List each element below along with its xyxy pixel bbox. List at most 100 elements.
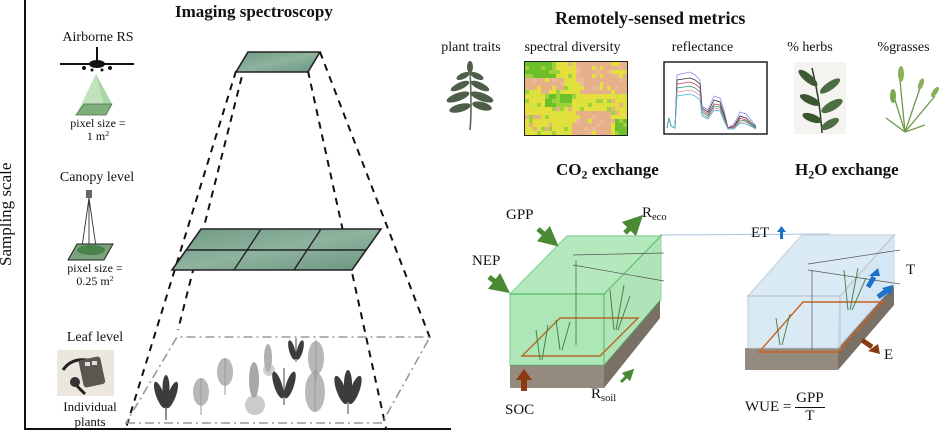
spectral-map-cell [560, 70, 565, 75]
spectral-map-cell [583, 126, 589, 132]
spectral-map-cell [536, 82, 542, 87]
spectral-map-cell [611, 122, 616, 128]
spectral-map-cell [540, 130, 546, 135]
spectral-map-cell [611, 110, 616, 116]
spectral-map-cell [591, 94, 597, 99]
spectral-map-cell [623, 78, 627, 83]
spectral-map-cell [579, 110, 585, 116]
spectral-map-cell [619, 126, 624, 132]
plant-fern-4 [305, 370, 325, 412]
canopy-level-label: Canopy level [59, 170, 135, 185]
spectral-map-cell [525, 94, 530, 99]
h2o-chamber-front [747, 295, 841, 349]
spectral-map-cell [623, 98, 627, 104]
soc-label: SOC [505, 402, 535, 418]
spectral-map-cell [579, 114, 585, 120]
h2o-collar-frame [757, 301, 885, 353]
et-label: ET [751, 225, 770, 241]
spectral-map-cell [552, 90, 557, 95]
spectral-map-cell [552, 70, 557, 75]
spectral-map-cell [540, 74, 546, 79]
spectral-map-cell [611, 118, 616, 124]
spectral-map-cell [532, 82, 538, 87]
spectral-map-cell [532, 70, 538, 75]
spectral-map-cell [556, 66, 561, 71]
pyramid-footprint-icon [75, 74, 113, 116]
spectral-map-cell [615, 94, 620, 99]
spectral-map-cell [599, 78, 604, 83]
spectral-map-cell [607, 74, 612, 79]
spectral-map-cell [595, 62, 601, 67]
spectral-map-cell [552, 130, 557, 135]
spectral-map-cell [599, 106, 604, 112]
spectral-map-cell [525, 86, 530, 91]
spectral-map-cell [572, 78, 577, 83]
spectral-map-cell [525, 106, 530, 112]
canopy-pixel-size: pixel size = 0.25 m2 [55, 262, 135, 288]
spectral-map-cell [603, 78, 608, 83]
spectral-map-cell [591, 98, 597, 104]
spectral-map-cell [528, 110, 534, 116]
airborne-pixel-size-label: pixel size = [70, 116, 126, 130]
spectral-map-cell [607, 106, 612, 112]
spectral-map-cell [564, 62, 569, 67]
spectral-map-cell [615, 90, 620, 95]
spectral-map-cell [528, 78, 534, 83]
t-arrow-2 [876, 285, 893, 299]
spectral-map-cell [599, 126, 604, 132]
spectral-map-cell [615, 118, 620, 124]
spectral-map-cell [576, 118, 581, 124]
spectral-map-cell [548, 114, 553, 120]
spectral-map-cell [607, 82, 612, 87]
spectral-map-cell [599, 118, 604, 124]
spectral-map-cell [603, 66, 608, 71]
reco-arrow [621, 214, 644, 237]
spectral-map-cell [623, 118, 627, 124]
spectral-map-cell [603, 74, 608, 79]
spectral-map-cell [583, 130, 589, 135]
spectral-map-cell [548, 130, 553, 135]
spectral-map-cell [560, 126, 565, 132]
spectral-map-cell [568, 130, 573, 135]
spectral-map-cell [540, 98, 546, 104]
dashed-projection-lines [125, 51, 431, 429]
plant-fern-1 [193, 378, 209, 415]
spectral-map-cell [556, 126, 561, 132]
plant-sage-1 [153, 375, 179, 420]
spectral-map-cell [532, 102, 538, 108]
spectral-map-cell [560, 122, 565, 128]
nep-arrow [487, 272, 510, 294]
spectral-map-cell [579, 122, 585, 128]
spectral-map-cell [599, 90, 604, 95]
spectral-map-cell [540, 70, 546, 75]
spectral-map-cell [587, 114, 593, 120]
spectral-map-cell [532, 110, 538, 116]
spectral-map-cell [619, 130, 624, 135]
spectral-map-cell [619, 110, 624, 116]
spectral-map-cell [611, 70, 616, 75]
spectral-map-cell [532, 126, 538, 132]
spectral-map-cell [595, 102, 601, 108]
spectral-map-cell [579, 130, 585, 135]
spectral-map-cell [540, 102, 546, 108]
spectral-map-cell [548, 98, 553, 104]
wue-fraction: GPP T [795, 390, 825, 425]
spectral-map-cell [587, 78, 593, 83]
spectral-map-cell [544, 62, 550, 67]
spectral-map-cell [552, 118, 557, 124]
co2-chamber-side [603, 234, 662, 367]
spectral-map-cell [536, 62, 542, 67]
spectral-map-cell [556, 70, 561, 75]
spectral-map-cell [560, 86, 565, 91]
spectral-map-cell [595, 106, 601, 112]
spectral-map-cell [576, 130, 581, 135]
spectral-map-cell [572, 130, 577, 135]
spectral-map-cell [540, 94, 546, 99]
spectral-map-cell [587, 70, 593, 75]
spectral-map-cell [607, 118, 612, 124]
spectral-map-cell [615, 66, 620, 71]
metric-label-plant-traits: plant traits [441, 40, 501, 55]
spectral-map-cell [532, 106, 538, 112]
